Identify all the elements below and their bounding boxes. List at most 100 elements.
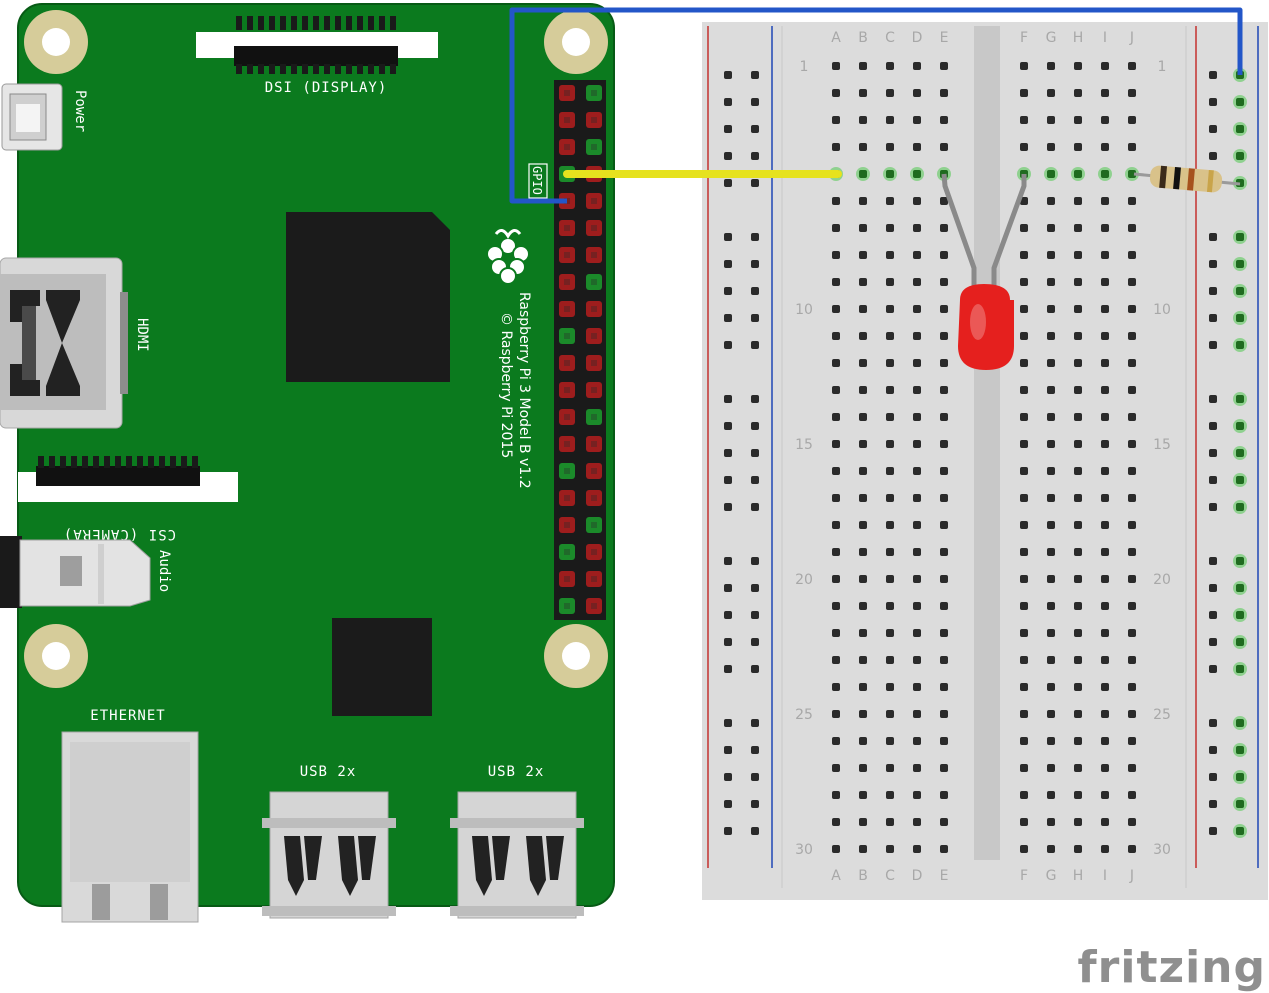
dsi-connector: DSI (DISPLAY) bbox=[196, 16, 438, 96]
column-label: C bbox=[885, 30, 895, 46]
gpio-pin bbox=[559, 463, 575, 479]
gpio-pin bbox=[586, 274, 602, 290]
gpio-pin bbox=[586, 544, 602, 560]
column-label: D bbox=[912, 868, 923, 884]
gpio-pin bbox=[559, 571, 575, 587]
soc-chip bbox=[286, 212, 450, 382]
led-body bbox=[958, 284, 1014, 370]
led-cathode-leg bbox=[941, 173, 977, 296]
gpio-pin bbox=[586, 355, 602, 371]
ethernet-port: ETHERNET bbox=[61, 708, 199, 923]
dsi-label: DSI (DISPLAY) bbox=[265, 80, 388, 96]
column-label: B bbox=[858, 868, 868, 884]
gpio-pin bbox=[559, 112, 575, 128]
row-number-right: 1 bbox=[1158, 59, 1167, 75]
csi-connector: CSI (CAMERA) bbox=[18, 456, 238, 542]
row-number-right: 30 bbox=[1153, 842, 1171, 858]
gpio-label: GPIO bbox=[530, 166, 544, 195]
row-number-right: 15 bbox=[1153, 437, 1171, 453]
raspberry-pi-board: DSI (DISPLAY) Power HDMI bbox=[0, 3, 615, 923]
gpio-pin bbox=[586, 220, 602, 236]
gpio-pin bbox=[559, 220, 575, 236]
column-label: E bbox=[940, 868, 949, 884]
resistor-band-1 bbox=[1159, 165, 1168, 189]
column-label: H bbox=[1073, 30, 1084, 46]
usb-port-1: USB 2x bbox=[262, 764, 396, 919]
gpio-pin bbox=[586, 463, 602, 479]
led-anode-leg bbox=[991, 174, 1027, 296]
column-label: J bbox=[1129, 868, 1134, 884]
fritzing-watermark: fritzing bbox=[1078, 942, 1266, 993]
resistor[interactable] bbox=[1133, 165, 1241, 193]
column-label: A bbox=[831, 868, 841, 884]
column-label: I bbox=[1103, 868, 1107, 884]
gpio-pin bbox=[586, 436, 602, 452]
row-number-left: 15 bbox=[795, 437, 813, 453]
gpio-pin bbox=[586, 517, 602, 533]
resistor-band-4 bbox=[1206, 169, 1214, 193]
row-number-left: 1 bbox=[800, 59, 809, 75]
gpio-pin bbox=[559, 274, 575, 290]
audio-jack: Audio bbox=[0, 536, 172, 608]
raspberry-logo-icon bbox=[486, 229, 530, 285]
column-label: B bbox=[858, 30, 868, 46]
usb-label-1: USB 2x bbox=[300, 764, 357, 780]
gpio-pin bbox=[559, 544, 575, 560]
column-label: H bbox=[1073, 868, 1084, 884]
gpio-pin bbox=[559, 490, 575, 506]
ethernet-label: ETHERNET bbox=[90, 708, 165, 724]
model-line-2: © Raspberry Pi 2015 bbox=[498, 312, 514, 458]
column-label: E bbox=[940, 30, 949, 46]
mounting-holes bbox=[24, 10, 608, 688]
hdmi-label: HDMI bbox=[134, 318, 150, 352]
gpio-pin bbox=[586, 598, 602, 614]
row-number-left: 10 bbox=[795, 302, 813, 318]
blue-wire[interactable] bbox=[509, 7, 1243, 204]
gpio-pin bbox=[586, 193, 602, 209]
csi-label: CSI (CAMERA) bbox=[63, 526, 176, 542]
red-led[interactable] bbox=[941, 173, 1027, 370]
gpio-header bbox=[554, 80, 606, 620]
gpio-pin bbox=[586, 382, 602, 398]
gpio-pin bbox=[586, 328, 602, 344]
gpio-pin bbox=[586, 85, 602, 101]
gpio-pin bbox=[559, 355, 575, 371]
resistor-band-2 bbox=[1173, 166, 1181, 190]
gpio-pin bbox=[559, 301, 575, 317]
gpio-pin bbox=[586, 571, 602, 587]
column-label: J bbox=[1129, 30, 1134, 46]
column-label: F bbox=[1020, 868, 1028, 884]
gpio-pins bbox=[559, 85, 602, 614]
gpio-pin bbox=[559, 598, 575, 614]
usb-port-2: USB 2x bbox=[450, 764, 584, 919]
column-label: G bbox=[1046, 30, 1057, 46]
usb-controller-chip bbox=[332, 618, 432, 716]
resistor-body bbox=[1149, 165, 1223, 193]
gpio-pin bbox=[586, 247, 602, 263]
column-label: D bbox=[912, 30, 923, 46]
column-label: C bbox=[885, 868, 895, 884]
gpio-pin bbox=[559, 139, 575, 155]
row-number-right: 10 bbox=[1153, 302, 1171, 318]
column-label: I bbox=[1103, 30, 1107, 46]
row-number-left: 30 bbox=[795, 842, 813, 858]
audio-label: Audio bbox=[156, 550, 172, 592]
breadboard-holes bbox=[724, 62, 1247, 853]
row-number-right: 25 bbox=[1153, 707, 1171, 723]
gpio-pin bbox=[586, 139, 602, 155]
gpio-pin bbox=[559, 328, 575, 344]
column-label: G bbox=[1046, 868, 1057, 884]
center-channel bbox=[974, 26, 1000, 860]
row-number-left: 25 bbox=[795, 707, 813, 723]
gpio-pin bbox=[586, 301, 602, 317]
gpio-label-box: GPIO bbox=[528, 163, 548, 199]
gpio-pin bbox=[586, 490, 602, 506]
gpio-pin bbox=[559, 85, 575, 101]
row-number-right: 20 bbox=[1153, 572, 1171, 588]
row-number-left: 20 bbox=[795, 572, 813, 588]
wires bbox=[509, 7, 1243, 204]
gpio-pin bbox=[586, 112, 602, 128]
power-connector: Power bbox=[1, 83, 88, 151]
